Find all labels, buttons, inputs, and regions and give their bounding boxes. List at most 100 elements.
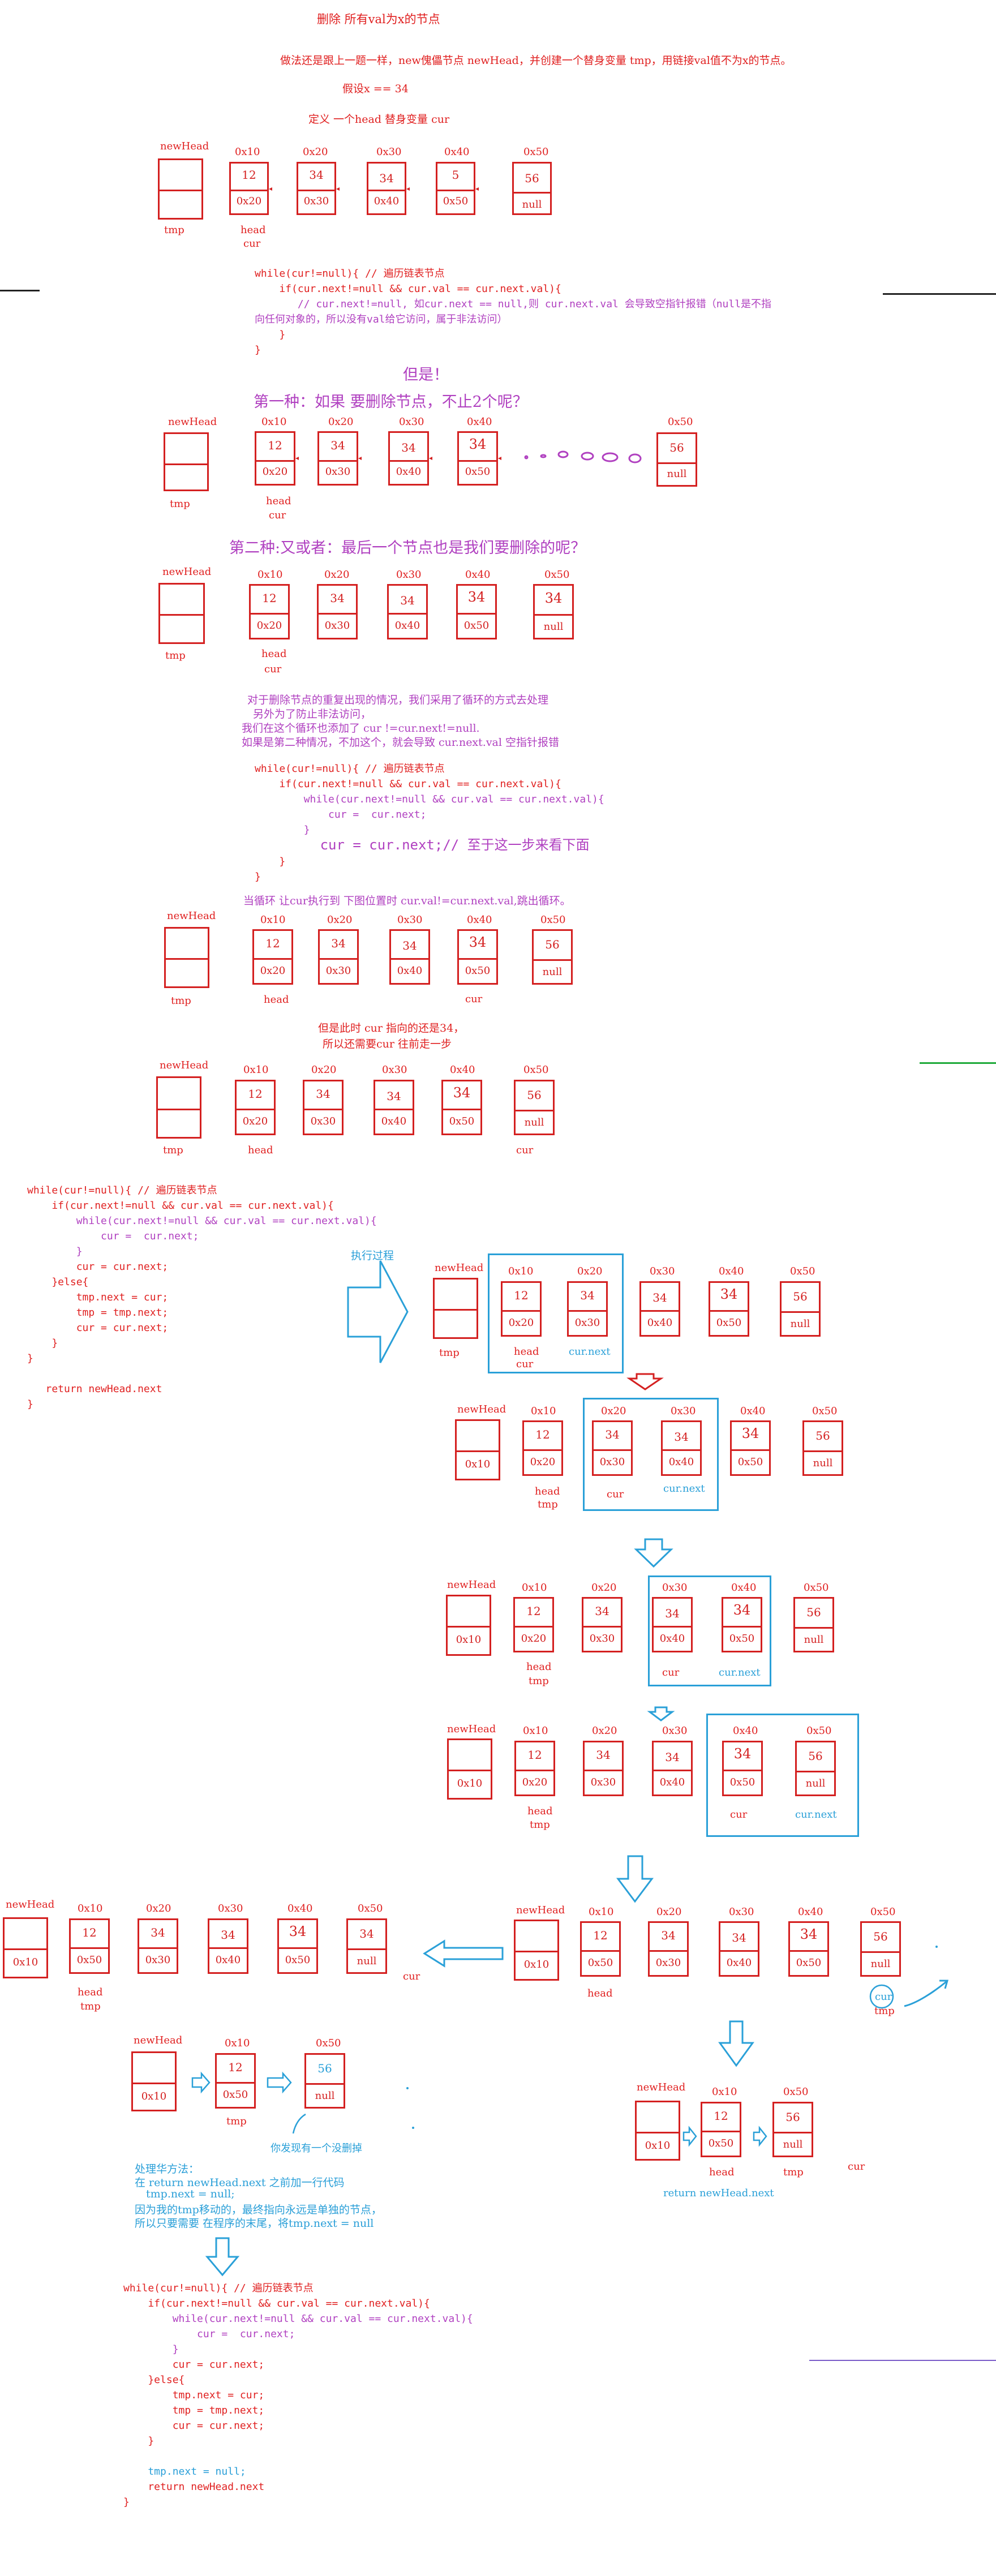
blue-left-arrow bbox=[423, 1939, 504, 1968]
fix-text: 因为我的tmp移动的，最终指向永远是单独的节点， bbox=[135, 2204, 382, 2216]
but-heading: 但是！ bbox=[403, 366, 449, 384]
code-block-1: while(cur!=null){ // 遍历链表节点 if(cur.next!… bbox=[255, 268, 772, 356]
fix-text: 处理华方法： bbox=[135, 2163, 200, 2175]
cur-label: cur bbox=[243, 238, 261, 250]
page-title: 删除 所有val为x的节点 bbox=[317, 12, 440, 26]
addr-label: 0x30 bbox=[376, 146, 402, 158]
addr-label: 0x50 bbox=[523, 146, 549, 158]
blue-down-arrow bbox=[205, 2237, 240, 2277]
problem-note: 你发现有一个没删掉 bbox=[271, 2143, 362, 2154]
dot bbox=[935, 1946, 938, 1948]
blue-down-arrow bbox=[647, 1706, 675, 1721]
newhead-node bbox=[158, 158, 203, 220]
return-note: return newHead.next bbox=[663, 2187, 774, 2199]
but-cur-text: 但是此时 cur 指向的还是34， bbox=[318, 1022, 465, 1034]
newhead-node: 0x10 bbox=[446, 1595, 491, 1656]
head-label: head bbox=[241, 224, 266, 236]
small-right-arrow bbox=[267, 2071, 292, 2094]
ellipsis-dots bbox=[524, 450, 642, 463]
edge-line bbox=[920, 1062, 996, 1064]
case1-heading: 第一种：如果 要删除节点，不止2个呢？ bbox=[254, 393, 528, 411]
explain-text: 对于删除节点的重复出现的情况，我们采用了循环的方式去处理 bbox=[247, 694, 549, 706]
red-down-arrow bbox=[626, 1373, 664, 1390]
newhead-node bbox=[164, 432, 209, 491]
explain-text: 另外为了防止非法访问， bbox=[253, 708, 372, 720]
fix-text: 所以只要需要 在程序的末尾，将tmp.next = null bbox=[135, 2217, 374, 2230]
addr-label: 0x20 bbox=[303, 146, 328, 158]
newhead-node bbox=[164, 927, 209, 988]
define-text: 定义 一个head 替身变量 cur bbox=[308, 113, 450, 126]
fix-text: tmp.next = null; bbox=[146, 2188, 235, 2200]
newhead-node: 0x10 bbox=[514, 1920, 559, 1981]
blue-down-arrow bbox=[634, 1538, 673, 1568]
small-right-arrow bbox=[682, 2126, 697, 2147]
newhead-node bbox=[433, 1278, 478, 1339]
explain-text: 我们在这个循环也添加了 cur !=cur.next!=null. bbox=[242, 722, 480, 735]
dot bbox=[406, 2087, 409, 2089]
dot bbox=[412, 2127, 414, 2129]
small-right-arrow bbox=[753, 2126, 767, 2147]
highlight-box bbox=[583, 1398, 719, 1511]
fix-text: 在 return newHead.next 之前加一行代码 bbox=[135, 2176, 345, 2189]
newhead-node bbox=[158, 583, 205, 644]
tmp-label: tmp bbox=[164, 224, 184, 236]
addr-label: 0x40 bbox=[444, 146, 470, 158]
newhead-node: 0x10 bbox=[3, 1917, 48, 1978]
blue-down-arrow bbox=[616, 1855, 654, 1903]
code-block-4: while(cur!=null){ // 遍历链表节点 if(cur.next!… bbox=[123, 2282, 473, 2508]
edge-line bbox=[809, 2360, 996, 2361]
when-loop-text: 当循环 让cur执行到 下图位置时 cur.val!=cur.next.val,… bbox=[243, 895, 571, 907]
intro-text: 做法还是跟上一题一样，new傀儡节点 newHead，并创建一个替身变量 tmp… bbox=[280, 54, 792, 67]
highlight-box bbox=[706, 1714, 859, 1837]
newhead-node: 0x10 bbox=[447, 1738, 492, 1800]
code-block-2: while(cur!=null){ // 遍历链表节点 if(cur.next!… bbox=[255, 763, 604, 883]
explain-text: 如果是第二种情况，不加这个，就会导致 cur.next.val 空指针报错 bbox=[242, 736, 560, 749]
exec-label: 执行过程 bbox=[351, 1250, 394, 1262]
pointer-mark bbox=[292, 2113, 306, 2134]
